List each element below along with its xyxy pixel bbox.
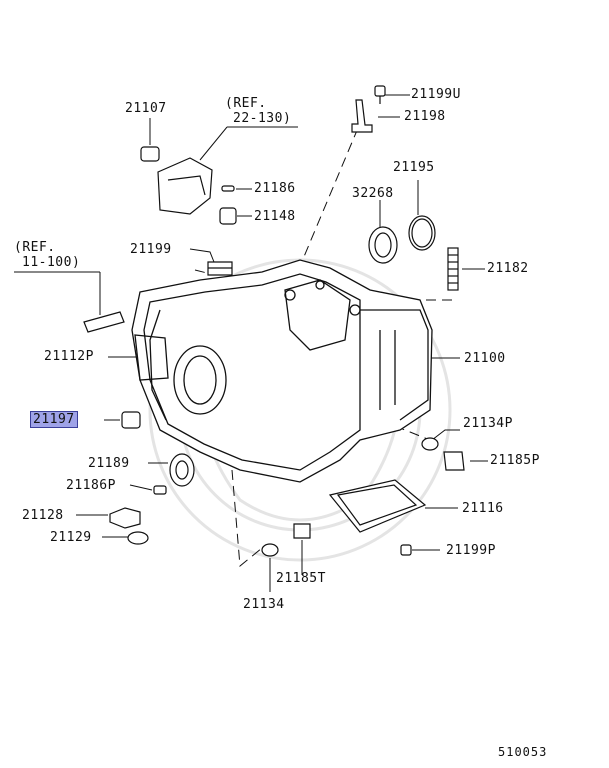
part-label-21186p[interactable]: 21186P bbox=[66, 478, 116, 493]
reference-prefix: (REF. bbox=[14, 240, 56, 255]
part-label-21148[interactable]: 21148 bbox=[254, 209, 296, 224]
reference-section: 22-130) bbox=[233, 111, 292, 126]
transmission-case bbox=[131, 259, 433, 483]
part-label-21195[interactable]: 21195 bbox=[393, 160, 435, 175]
part-label-21186[interactable]: 21186 bbox=[254, 181, 296, 196]
part-label-21185p[interactable]: 21185P bbox=[490, 453, 540, 468]
part-label-21134p[interactable]: 21134P bbox=[463, 416, 513, 431]
part-label-21128[interactable]: 21128 bbox=[22, 508, 64, 523]
part-label-32268[interactable]: 32268 bbox=[352, 186, 394, 201]
part-label-21199[interactable]: 21199 bbox=[130, 242, 172, 257]
part-label-21199p[interactable]: 21199P bbox=[446, 543, 496, 558]
reference-note-11-100: (REF. 11-100) bbox=[14, 240, 80, 270]
part-label-21182[interactable]: 21182 bbox=[487, 261, 529, 276]
part-label-21129[interactable]: 21129 bbox=[50, 530, 92, 545]
diagram-code: 510053 bbox=[498, 745, 548, 759]
part-label-21134[interactable]: 21134 bbox=[243, 597, 285, 612]
part-label-21198[interactable]: 21198 bbox=[404, 109, 446, 124]
part-label-21185t[interactable]: 21185T bbox=[276, 571, 326, 586]
part-label-21116[interactable]: 21116 bbox=[462, 501, 504, 516]
reference-prefix: (REF. bbox=[225, 96, 267, 111]
reference-section: 11-100) bbox=[22, 255, 81, 270]
small-parts bbox=[83, 85, 465, 557]
part-label-21107[interactable]: 21107 bbox=[125, 101, 167, 116]
part-label-21100[interactable]: 21100 bbox=[464, 351, 506, 366]
part-label-21112p[interactable]: 21112P bbox=[44, 349, 94, 364]
part-label-21199u[interactable]: 21199U bbox=[411, 87, 461, 102]
part-label-21197-highlighted[interactable]: 21197 bbox=[30, 411, 78, 428]
leader-lines bbox=[14, 94, 488, 592]
reference-note-22-130: (REF. 22-130) bbox=[225, 96, 291, 126]
part-label-21189[interactable]: 21189 bbox=[88, 456, 130, 471]
